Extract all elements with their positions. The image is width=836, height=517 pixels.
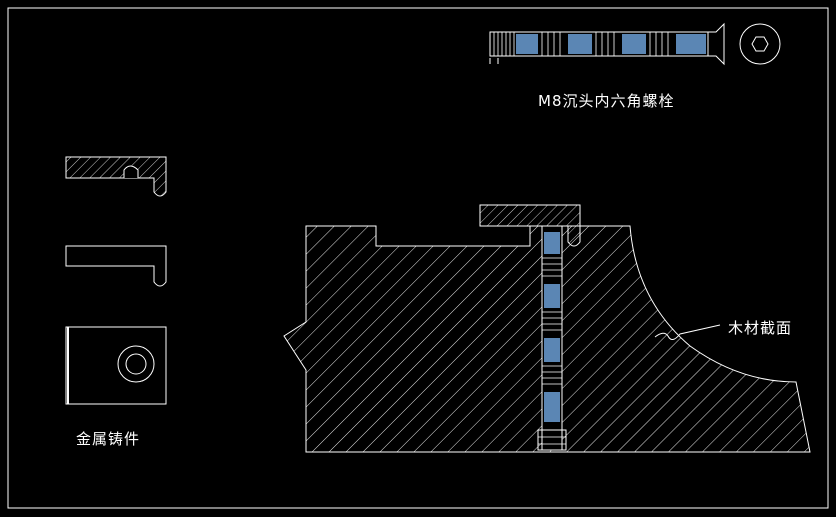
hex-socket-icon — [751, 36, 769, 52]
bolt-label: M8沉头内六角螺栓 — [538, 92, 675, 110]
bolt-hole-inner — [125, 353, 147, 375]
bolt-thread-segment — [544, 338, 560, 362]
bolt-countersunk-head — [707, 22, 725, 66]
nut — [537, 429, 567, 451]
assembled-bolt — [537, 225, 567, 451]
metal-casting-label: 金属铸件 — [76, 430, 141, 448]
drawing-frame — [7, 7, 829, 509]
casting-plan-view — [65, 326, 167, 405]
casting-assembly-section — [479, 204, 581, 247]
casting-outline-view — [65, 245, 167, 287]
bolt-thread-segment — [676, 34, 706, 54]
wood-label-leader — [654, 324, 721, 340]
bolt-hole-outer — [117, 345, 155, 383]
bolt-end-view — [739, 23, 781, 65]
casting-section-view — [65, 156, 167, 197]
bolt-thread-segment — [516, 34, 538, 54]
bolt-thread-segment — [544, 392, 560, 422]
bolt-thread-segment — [622, 34, 646, 54]
bolt-thread-segment — [544, 284, 560, 308]
bolt-thread-segment — [544, 232, 560, 254]
bolt-side-view — [489, 22, 725, 66]
wood-section-label: 木材截面 — [728, 319, 793, 337]
bolt-thread-segment — [568, 34, 592, 54]
